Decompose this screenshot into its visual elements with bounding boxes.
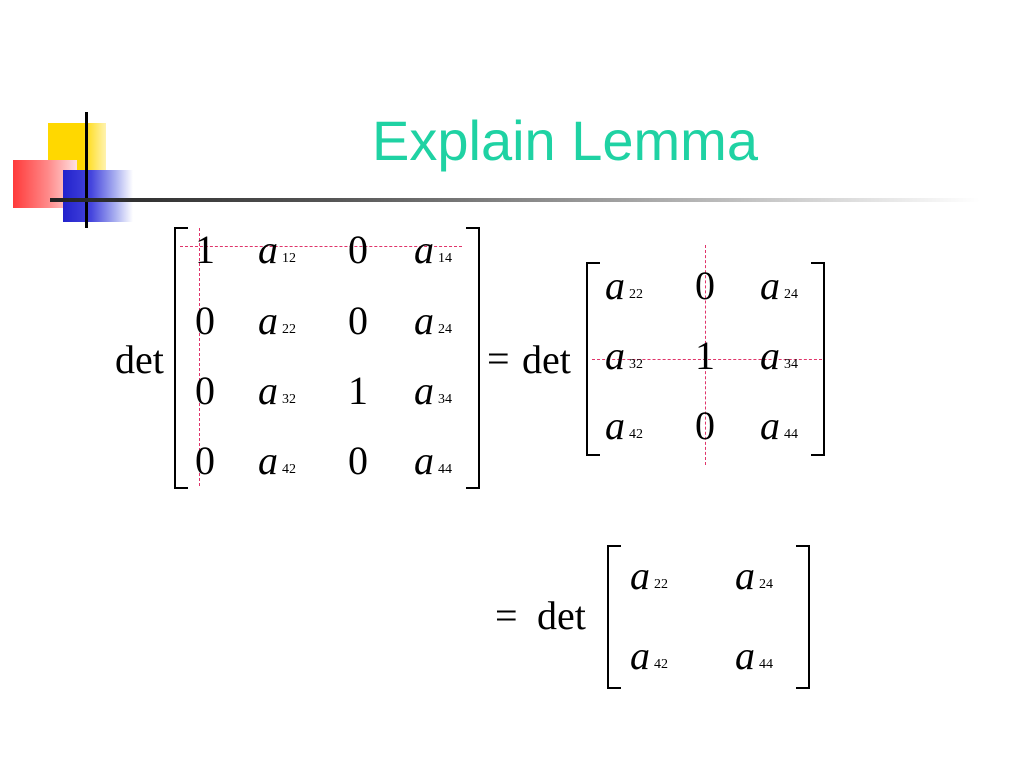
title-underline [50, 198, 980, 202]
matrix4-entry-r1c2: a [258, 227, 278, 272]
matrix3-entry-r1c2: 0 [695, 263, 715, 308]
det-operator-1: det [115, 337, 164, 382]
equals-sign-2: = [495, 593, 518, 638]
blue-square-decoration [63, 170, 133, 222]
matrix4-row-strike-guide [180, 246, 462, 247]
matrix3-subscript-r1c1: 22 [629, 287, 643, 302]
matrix3-subscript-r2c1: 32 [629, 357, 643, 372]
matrix3-subscript-r3c1: 42 [629, 427, 643, 442]
slide-title: Explain Lemma [372, 109, 758, 172]
equals-sign-1: = [487, 336, 510, 381]
matrix2-subscript-r2c2: 44 [759, 657, 773, 672]
matrix3-entry-r3c1: a [605, 403, 625, 448]
matrix3-entry-r2c1: a [605, 333, 625, 378]
matrix2-left-bracket [607, 545, 621, 689]
matrix4-entry-r1c4: a [414, 227, 434, 272]
matrix2-subscript-r2c1: 42 [654, 657, 668, 672]
matrix4-entry-r1c3: 0 [348, 227, 368, 272]
matrix3-entry-r3c2: 0 [695, 403, 715, 448]
matrix3-left-bracket [586, 262, 600, 456]
matrix4-left-bracket [174, 227, 188, 489]
matrix4-subscript-r3c2: 32 [282, 392, 296, 407]
matrix4-entry-r4c2: a [258, 438, 278, 483]
matrix4-entry-r4c3: 0 [348, 438, 368, 483]
matrix4-entry-r1c1: 1 [195, 227, 215, 272]
matrix2-entry-r2c1: a [630, 633, 650, 678]
matrix3-subscript-r3c3: 44 [784, 427, 798, 442]
matrix4-subscript-r3c4: 34 [438, 392, 452, 407]
matrix4-subscript-r1c4: 14 [438, 251, 452, 266]
vertical-accent-line [85, 112, 88, 228]
matrix4-subscript-r4c2: 42 [282, 462, 296, 477]
matrix4-column-strike-guide [199, 228, 200, 486]
matrix4-subscript-r2c4: 24 [438, 322, 452, 337]
matrix4-subscript-r4c4: 44 [438, 462, 452, 477]
matrix4-entry-r4c4: a [414, 438, 434, 483]
matrix2-subscript-r1c2: 24 [759, 577, 773, 592]
matrix3-entry-r1c3: a [760, 263, 780, 308]
matrix3-subscript-r1c3: 24 [784, 287, 798, 302]
matrix2-entry-r1c2: a [735, 553, 755, 598]
matrix3-row-strike-guide [592, 359, 822, 360]
matrix3-entry-r2c3: a [760, 333, 780, 378]
matrix4-subscript-r2c2: 22 [282, 322, 296, 337]
det-operator-3: det [537, 593, 586, 638]
matrix3-entry-r2c2: 1 [695, 333, 715, 378]
matrix4-entry-r3c1: 0 [195, 368, 215, 413]
matrix4-entry-r3c4: a [414, 368, 434, 413]
matrix3-column-strike-guide [705, 245, 706, 465]
matrix4-entry-r3c3: 1 [348, 368, 368, 413]
matrix4-entry-r2c4: a [414, 298, 434, 343]
matrix4-entry-r3c2: a [258, 368, 278, 413]
matrix2-right-bracket [796, 545, 810, 689]
matrix2-entry-r1c1: a [630, 553, 650, 598]
det-operator-2: det [522, 337, 571, 382]
matrix2-entry-r2c2: a [735, 633, 755, 678]
matrix3-right-bracket [811, 262, 825, 456]
matrix3-entry-r1c1: a [605, 263, 625, 308]
matrix4-entry-r2c1: 0 [195, 298, 215, 343]
matrix4-entry-r2c2: a [258, 298, 278, 343]
matrix2-subscript-r1c1: 22 [654, 577, 668, 592]
matrix4-entry-r4c1: 0 [195, 438, 215, 483]
matrix4-right-bracket [466, 227, 480, 489]
matrix3-entry-r3c3: a [760, 403, 780, 448]
matrix4-entry-r2c3: 0 [348, 298, 368, 343]
matrix4-subscript-r1c2: 12 [282, 251, 296, 266]
matrix3-subscript-r2c3: 34 [784, 357, 798, 372]
